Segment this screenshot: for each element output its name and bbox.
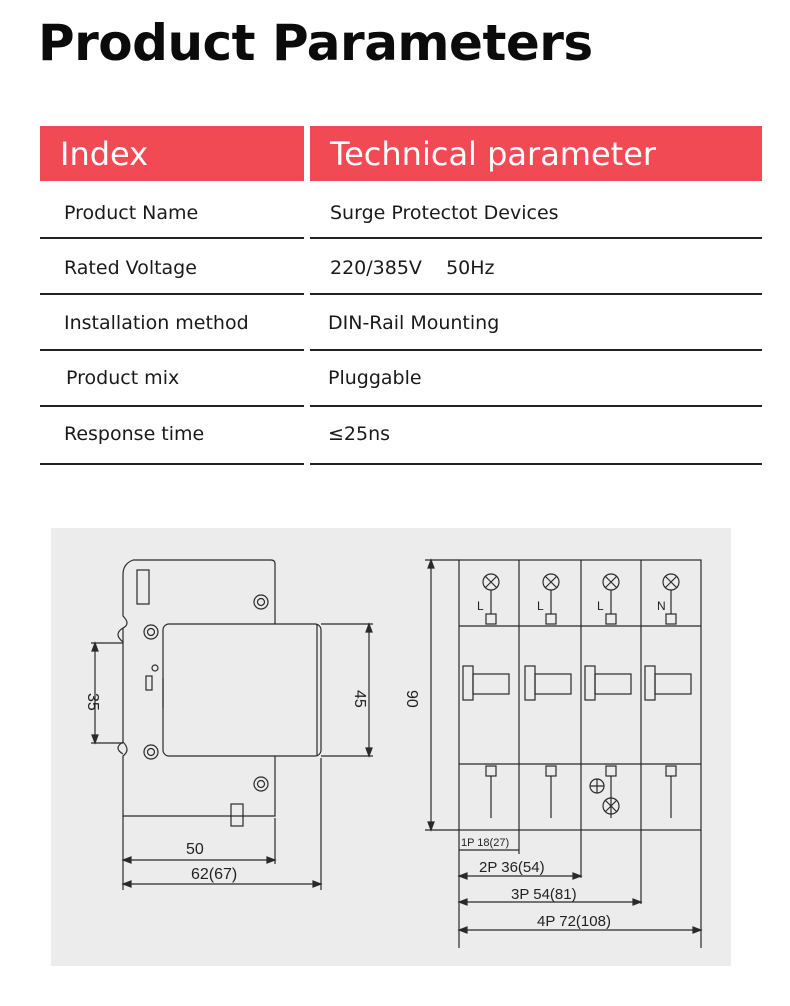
terminal-label-n: N [657,599,666,613]
terminal-label-l2: L [537,599,544,613]
row-label-product-mix: Product mix [66,367,180,389]
front-view-dimensions [425,558,703,948]
row-value-rated-voltage: 220/385V 50Hz [330,257,495,279]
row-label-product-name: Product Name [64,202,199,224]
row-divider [310,405,762,407]
row-value-product-name: Surge Protectot Devices [330,202,559,224]
row-value-response-time: ≤25ns [328,423,391,445]
dim-62-label: 62(67) [191,866,237,883]
dimension-drawing: 35 45 50 62(67) 90 L L L N 1P 18(27) 2P … [84,558,703,948]
row-label-response-time: Response time [64,423,205,445]
row-label-rated-voltage: Rated Voltage [64,257,197,279]
row-divider [40,349,304,351]
row-label-installation-method: Installation method [64,312,249,334]
row-divider [310,237,762,239]
dim-35-label: 35 [84,693,101,711]
width-4p-label: 4P 72(108) [537,913,611,930]
row-value-installation-method: DIN-Rail Mounting [328,312,500,334]
front-view-drawing [458,559,702,831]
header-technical-parameter: Technical parameter [310,126,762,181]
row-divider [40,463,304,465]
row-divider [310,463,762,465]
row-divider [40,237,304,239]
dim-50-label: 50 [186,841,204,858]
width-3p-label: 3P 54(81) [511,886,577,903]
side-view-dimensions [91,622,373,890]
dim-45-label: 45 [351,690,368,708]
terminal-label-l3: L [597,599,604,613]
width-1p-label: 1P 18(27) [461,837,509,849]
page-title: Product Parameters [38,14,593,72]
header-index: Index [40,126,304,181]
dim-90-label: 90 [403,690,420,708]
dimension-drawing-panel: 35 45 50 62(67) 90 L L L N 1P 18(27) 2P … [51,528,731,966]
width-2p-label: 2P 36(54) [479,859,545,876]
row-value-product-mix: Pluggable [328,367,422,389]
row-divider [310,349,762,351]
side-view-drawing [117,559,322,827]
terminal-label-l1: L [477,599,484,613]
row-divider [40,293,304,295]
parameter-table: Index Technical parameter Product Name S… [40,126,762,466]
row-divider [310,293,762,295]
row-divider [40,405,304,407]
